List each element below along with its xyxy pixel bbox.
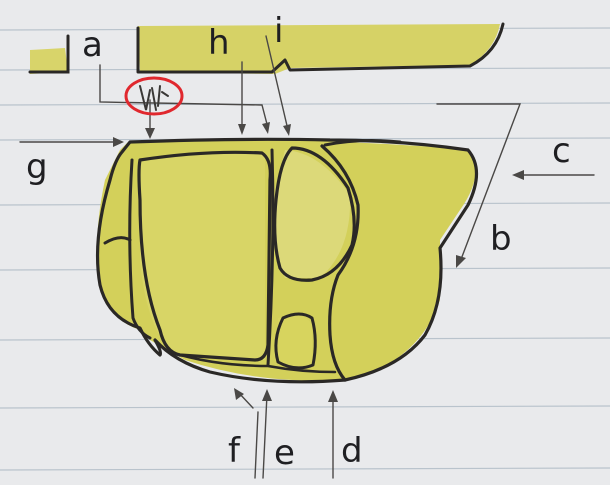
label-b: b (490, 222, 512, 256)
label-e: e (274, 436, 295, 470)
label-h: h (208, 26, 230, 60)
label-d: d (341, 434, 363, 468)
top-band-left (30, 48, 68, 74)
label-c: c (552, 134, 571, 168)
label-a: a (82, 28, 103, 62)
label-f: f (228, 434, 240, 468)
label-g: g (26, 150, 48, 184)
label-i: i (274, 14, 283, 48)
